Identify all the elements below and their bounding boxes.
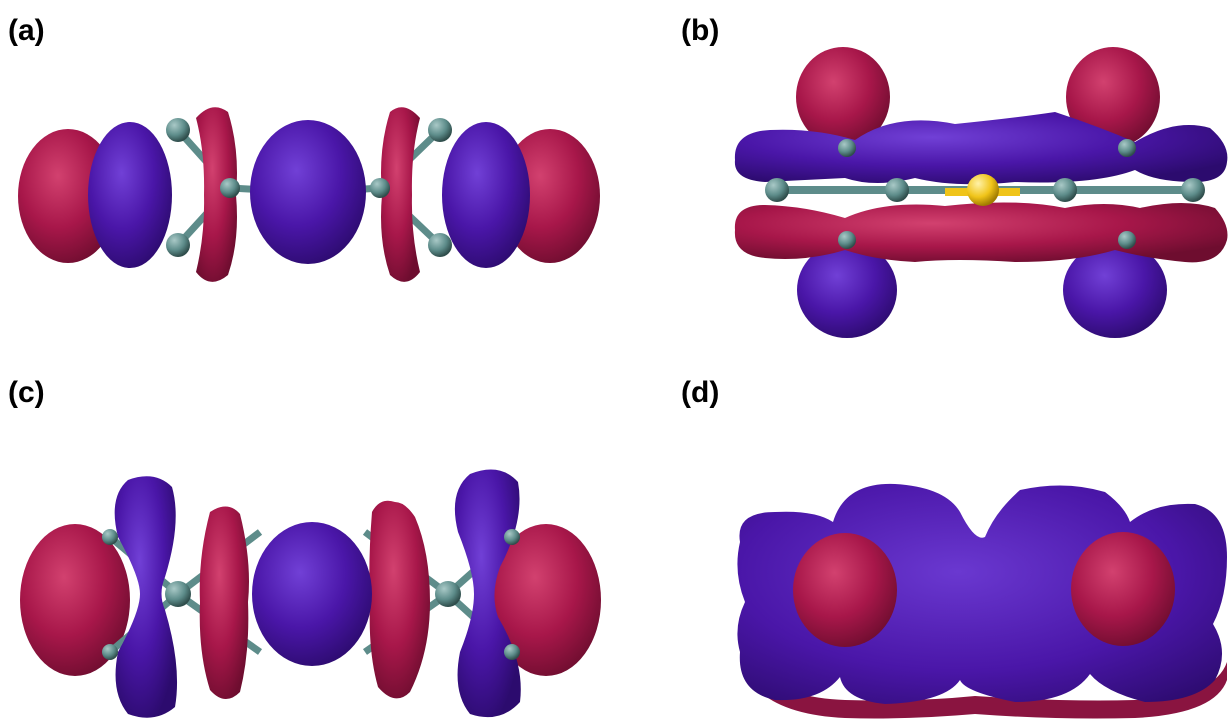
- lobe-positive: [745, 652, 1227, 719]
- panel-d: (d): [615, 362, 1230, 724]
- carbon-atom: [765, 178, 789, 202]
- lobe-negative: [88, 122, 172, 268]
- panel-label-b: (b): [681, 14, 720, 47]
- panel-label-d: (d): [681, 376, 720, 409]
- lobe-negative: [1063, 242, 1167, 338]
- carbon-atom: [885, 178, 909, 202]
- orbital-plot-b: [734, 47, 1228, 338]
- carbon-atom: [435, 581, 461, 607]
- orbital-plot-c: [20, 469, 601, 718]
- panel-label-c: (c): [8, 376, 45, 409]
- carbon-atom: [166, 118, 190, 142]
- panel-label-a: (a): [8, 14, 45, 47]
- lobe-positive: [196, 107, 237, 282]
- carbon-atom: [165, 581, 191, 607]
- central-atom: [967, 174, 999, 206]
- carbon-atom: [838, 139, 856, 157]
- lobe-positive: [1071, 532, 1175, 646]
- lobe-positive: [199, 506, 249, 700]
- lobe-negative: [250, 120, 366, 264]
- lobe-positive: [793, 533, 897, 647]
- carbon-atom: [428, 118, 452, 142]
- lobe-negative: [442, 122, 530, 268]
- carbon-atom: [1181, 178, 1205, 202]
- carbon-atom: [166, 233, 190, 257]
- carbon-atom: [504, 644, 520, 660]
- lobe-positive: [369, 500, 430, 699]
- lobe-positive: [796, 47, 890, 147]
- lobe-negative: [252, 522, 372, 666]
- panel-c: (c): [0, 362, 615, 724]
- carbon-atom: [838, 231, 856, 249]
- carbon-atom: [428, 233, 452, 257]
- carbon-atom: [102, 529, 118, 545]
- lobe-positive: [734, 202, 1228, 263]
- lobe-positive: [20, 524, 130, 676]
- lobe-positive: [381, 107, 420, 282]
- carbon-atom: [504, 529, 520, 545]
- carbon-atom: [1118, 231, 1136, 249]
- lobe-positive: [1066, 47, 1160, 147]
- carbon-atom: [102, 644, 118, 660]
- lobe-positive: [491, 524, 601, 676]
- lobe-negative: [454, 469, 521, 718]
- carbon-atom: [370, 178, 390, 198]
- orbital-plot-a: [18, 107, 600, 282]
- carbon-atom: [1053, 178, 1077, 202]
- carbon-atom: [1118, 139, 1136, 157]
- lobe-negative: [797, 242, 897, 338]
- carbon-atom: [220, 178, 240, 198]
- panel-a: (a): [0, 0, 615, 362]
- lobe-negative: [734, 112, 1228, 185]
- panel-b: (b): [615, 0, 1230, 362]
- lobe-negative: [114, 476, 178, 718]
- orbital-plot-d: [737, 483, 1227, 719]
